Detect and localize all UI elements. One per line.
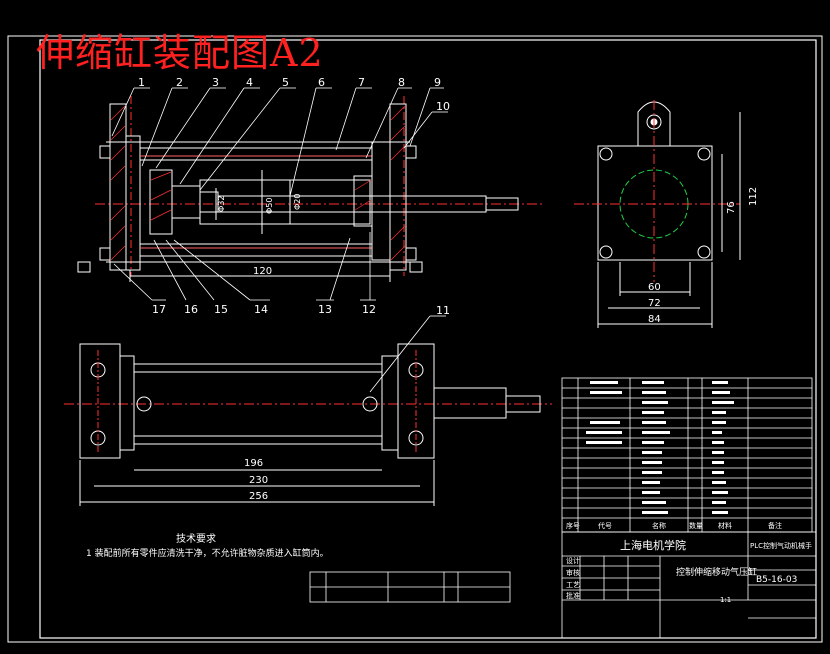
drawing-number: B5-16-03 <box>756 575 797 585</box>
outer-border <box>7 35 823 643</box>
balloon-6: 6 <box>318 76 325 89</box>
balloon-4: 4 <box>246 76 253 89</box>
parts-list <box>561 377 813 533</box>
pl-header-code: 代号 <box>598 521 612 530</box>
balloon-9: 9 <box>434 76 441 89</box>
balloon-3: 3 <box>212 76 219 89</box>
tb-label-design: 设计 <box>566 556 580 565</box>
dim-plan-1: 196 <box>244 458 263 469</box>
tech-req-heading: 技术要求 <box>176 534 216 545</box>
balloon-10: 10 <box>436 100 450 113</box>
pl-header-qty: 数量 <box>689 521 703 530</box>
balloon-7: 7 <box>358 76 365 89</box>
dim-side-w2: 72 <box>648 298 661 309</box>
title-block <box>309 531 817 639</box>
pl-header-material: 材料 <box>718 521 732 530</box>
balloon-5: 5 <box>282 76 289 89</box>
side-view <box>574 100 741 328</box>
dim-side-w3: 84 <box>648 314 661 325</box>
dim-side-height2: 76 <box>726 201 737 214</box>
part-balloons: 1 2 3 4 5 6 7 8 9 10 11 12 13 14 15 16 1… <box>138 76 450 317</box>
inner-border <box>39 39 817 639</box>
dim-inner: Φ32 <box>217 196 226 212</box>
dim-front-length: 120 <box>253 266 272 277</box>
front-section-view <box>77 96 545 282</box>
tb-label-approve: 批准 <box>566 591 580 600</box>
balloon-1: 1 <box>138 76 145 89</box>
balloon-2: 2 <box>176 76 183 89</box>
front-leaders <box>111 87 448 393</box>
balloon-15: 15 <box>214 303 228 316</box>
tb-label-review: 审核 <box>566 568 580 577</box>
tb-label-process: 工艺 <box>566 581 580 589</box>
drawing-title: 伸缩缸装配图A2 <box>36 31 324 75</box>
drawing-name: 控制伸缩移动气压缸 <box>676 566 757 578</box>
balloon-12: 12 <box>362 303 376 316</box>
tech-req-item: 1 装配前所有零件应清洗干净，不允许脏物杂质进入缸筒内。 <box>86 549 329 559</box>
balloon-8: 8 <box>398 76 405 89</box>
project-name: PLC控制气动机械手 <box>750 541 812 550</box>
dim-side-w1: 60 <box>648 282 661 293</box>
balloon-13: 13 <box>318 303 332 316</box>
balloon-14: 14 <box>254 303 268 316</box>
balloon-11: 11 <box>436 304 450 317</box>
dim-rod: Φ20 <box>293 194 302 210</box>
balloon-17: 17 <box>152 303 166 316</box>
pl-header-name: 名称 <box>652 521 666 530</box>
dim-plan-3: 256 <box>249 491 268 502</box>
dim-plan-2: 230 <box>249 475 268 486</box>
plan-view <box>64 343 552 506</box>
balloon-16: 16 <box>184 303 198 316</box>
school-name: 上海电机学院 <box>620 538 686 552</box>
dim-side-height: 112 <box>748 187 759 206</box>
dim-bore: Φ50 <box>265 198 274 214</box>
pl-header-remark: 备注 <box>768 521 782 530</box>
scale: 1:1 <box>720 596 731 604</box>
pl-header-no: 序号 <box>566 521 580 530</box>
